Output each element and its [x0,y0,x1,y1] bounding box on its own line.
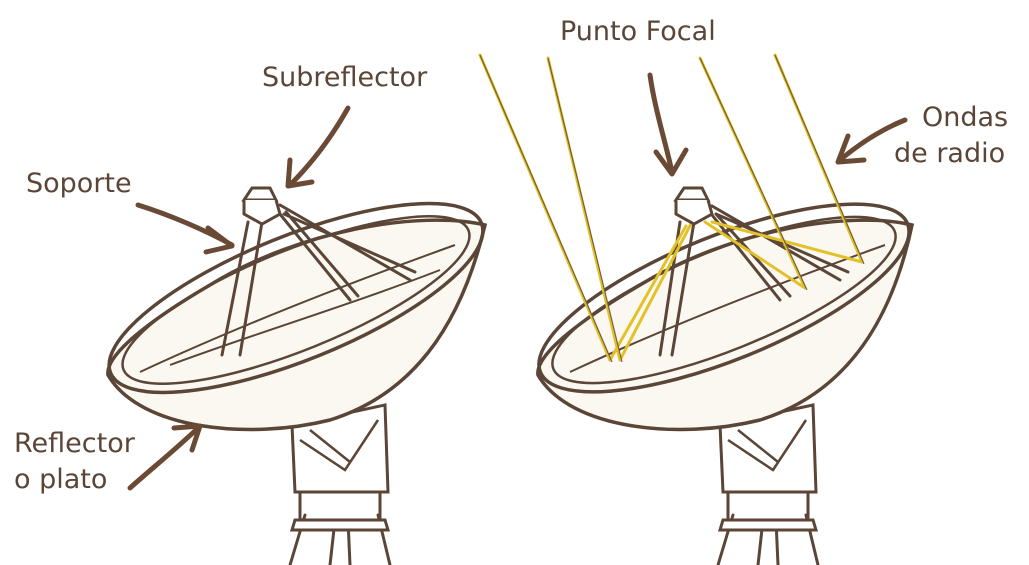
left-subreflector [244,188,280,224]
arrow-to-focal-point [650,75,686,174]
arrow-to-subreflector [288,108,348,186]
left-telescope [87,166,504,565]
label-reflector-line2: o plato [14,464,107,495]
label-focal-point: Punto Focal [560,16,716,47]
label-radio-waves-line1: Ondas [922,102,1008,133]
label-radio-waves-line2: de radio [894,138,1005,169]
label-support: Soporte [26,168,132,199]
right-subreflector [676,188,712,224]
arrow-to-support [138,205,232,252]
right-telescope [480,55,931,565]
arrow-to-reflector [130,426,200,488]
label-subreflector: Subreflector [262,62,428,93]
label-reflector-line1: Reflector [14,428,136,459]
left-dish-bowl [108,220,485,429]
